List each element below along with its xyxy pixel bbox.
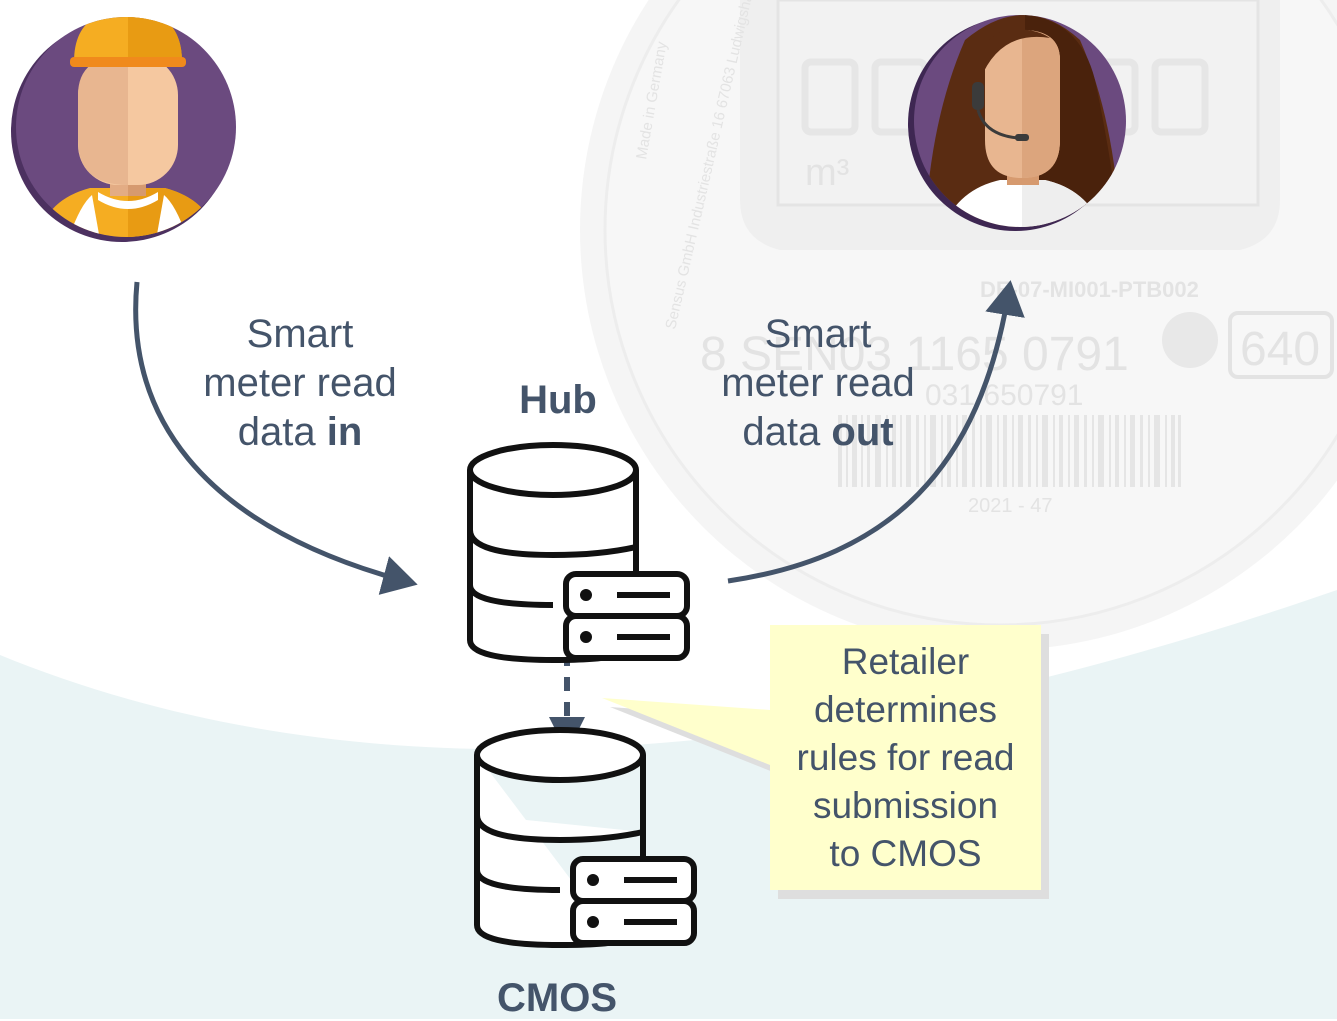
hub-label: Hub <box>519 378 597 422</box>
label-in-line2: meter read <box>203 361 397 405</box>
meter-sub-serial: 031 650791 <box>925 379 1084 412</box>
retailer-agent-avatar <box>908 15 1126 231</box>
meter-number-box <box>1228 311 1334 379</box>
arrow-data-out <box>727 280 1025 584</box>
callout-line-3: rules for read <box>796 737 1015 778</box>
meter-box-number: 640 <box>1240 323 1320 376</box>
callout-line-5: to CMOS <box>829 833 982 874</box>
meter-unit: m³ <box>805 152 849 194</box>
label-in-bold: in <box>326 410 363 454</box>
field-worker-avatar <box>11 17 236 242</box>
label-out-prefix: data <box>742 410 832 454</box>
callout-line-4: submission <box>812 785 999 826</box>
cmos-label: CMOS <box>497 976 617 1020</box>
label-out-bold: out <box>831 410 894 454</box>
callout-line-2: determines <box>813 689 998 730</box>
label-in-line1: Smart <box>246 312 354 356</box>
meter-model-code: DE-07-MI001-PTB002 <box>980 277 1199 302</box>
retailer-callout-shape <box>602 625 1049 899</box>
label-data-out: Smart meter read data out <box>698 310 938 457</box>
label-data-in: Smart meter read data in <box>180 310 420 457</box>
hub-database-icon <box>467 442 690 663</box>
label-out-line3: data out <box>698 408 938 457</box>
meter-barcode <box>838 415 1181 487</box>
callout-line-1: Retailer <box>841 641 970 682</box>
meter-serial: 8 SEN03 1165 0791 <box>700 328 1129 381</box>
arrow-data-in <box>133 281 418 595</box>
meter-date-code: 2021 - 47 <box>968 495 1053 517</box>
retailer-callout-text: Retailer determines rules for read submi… <box>770 638 1041 878</box>
label-out-line2: meter read <box>721 361 915 405</box>
label-in-line3: data in <box>180 408 420 457</box>
label-out-line1: Smart <box>764 312 872 356</box>
label-in-prefix: data <box>237 410 327 454</box>
cmos-database-icon <box>474 727 697 948</box>
